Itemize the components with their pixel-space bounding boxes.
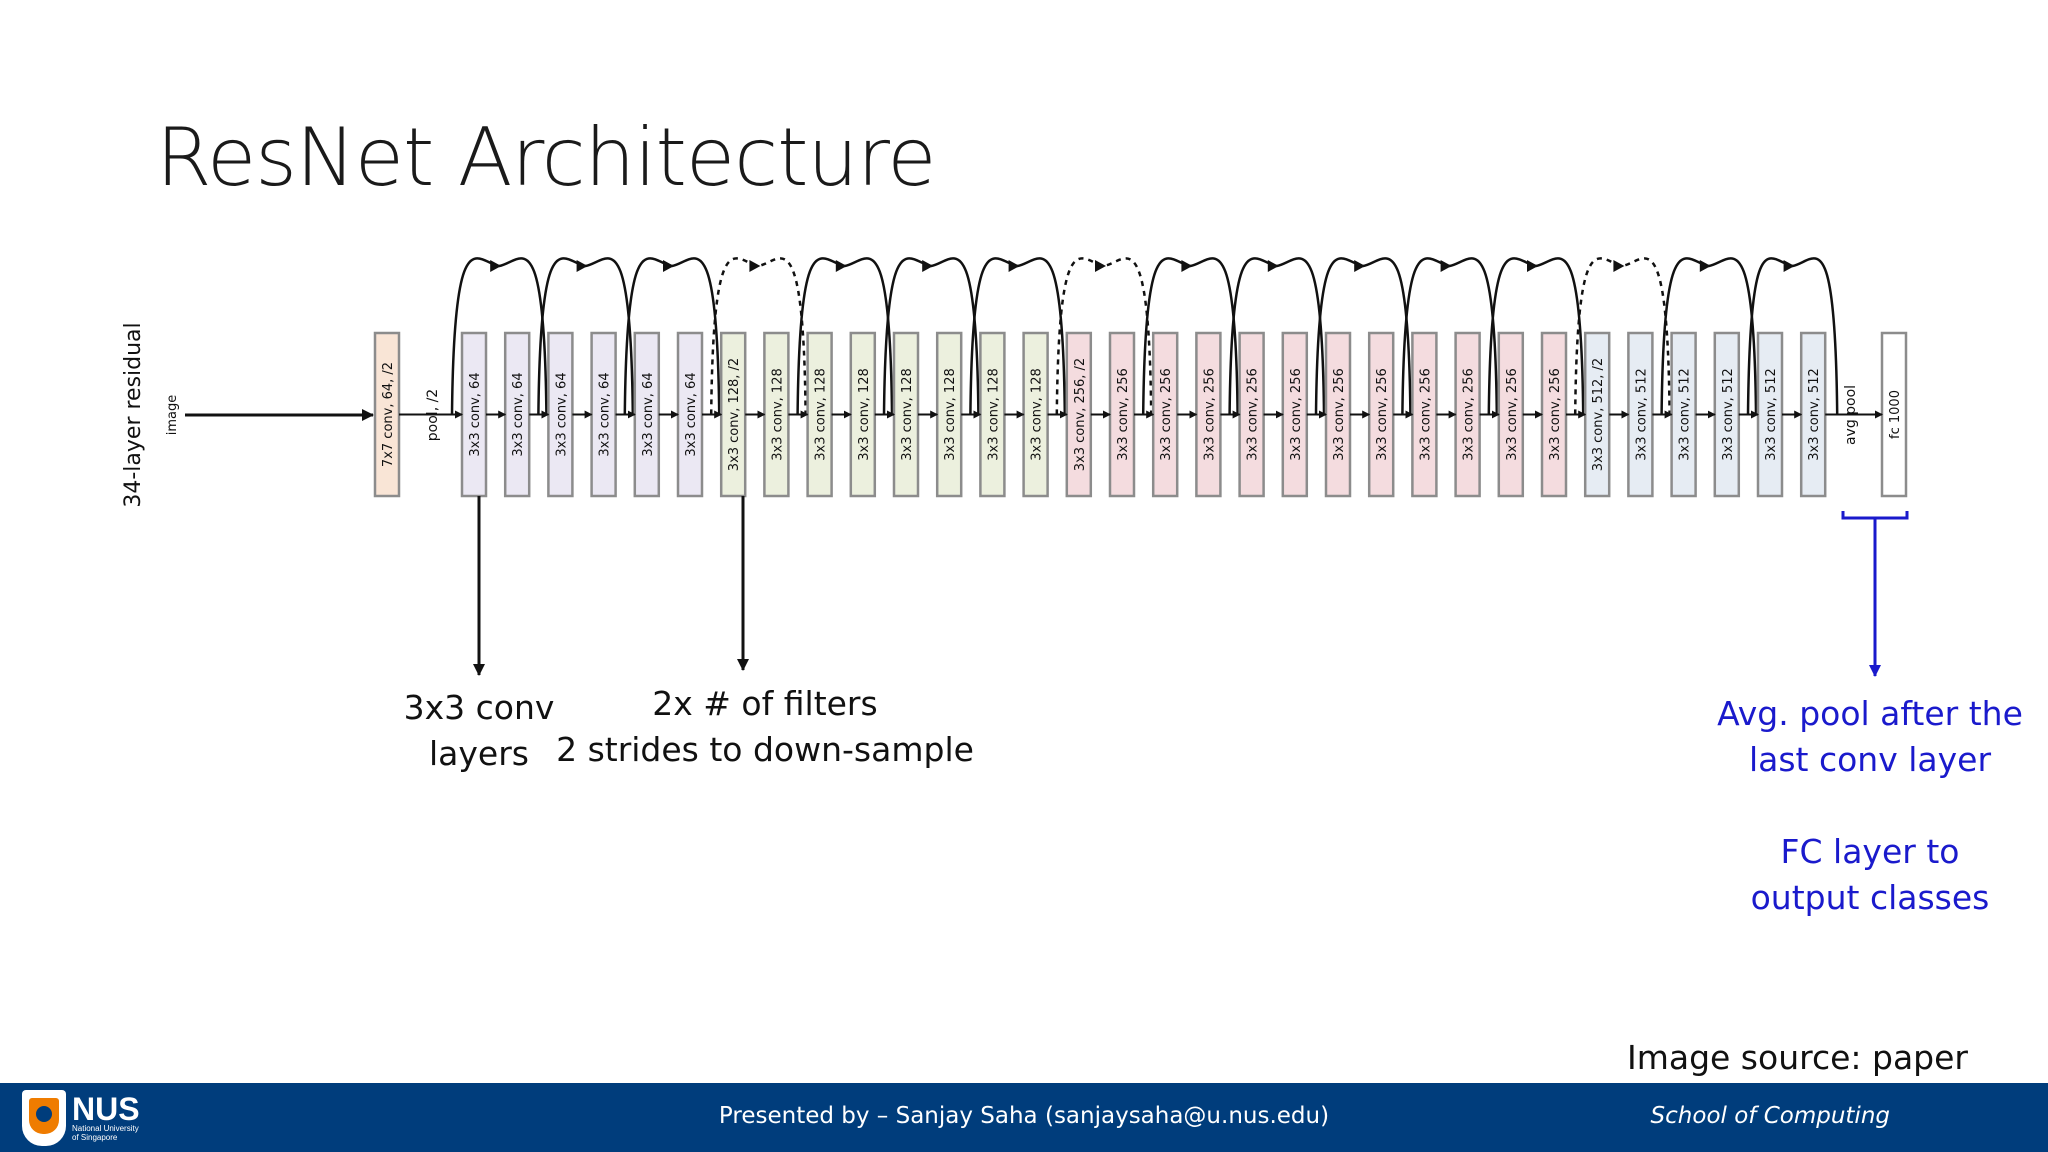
layer-box — [1583, 331, 1611, 498]
avgpool-bracket — [1841, 511, 1909, 520]
projection-skip-arc — [1055, 257, 1153, 415]
layer-label: 3x3 conv, 512 — [1634, 368, 1649, 460]
layer-label: 3x3 conv, 128 — [986, 368, 1001, 460]
layer-box — [1497, 331, 1525, 498]
layer-label: 3x3 conv, 256 — [1332, 368, 1347, 460]
skip-arrowhead — [1783, 260, 1795, 272]
layer-box — [1022, 331, 1049, 498]
annotation-conv-line-2: layers — [429, 734, 529, 773]
layer-box — [1627, 331, 1654, 498]
skip-arrowhead — [1095, 260, 1106, 272]
layer-label: 3x3 conv, 128 — [857, 368, 872, 460]
layer-label: 3x3 conv, 256 — [1202, 368, 1217, 460]
layer-label: 3x3 conv, 128 — [900, 368, 915, 460]
layer-label: 3x3 conv, 64 — [468, 372, 483, 456]
image-source-note: Image source: paper — [1626, 1038, 1968, 1077]
layer-box — [590, 331, 617, 498]
nus-crest-icon — [22, 1090, 66, 1146]
skip-arrowhead — [490, 260, 502, 272]
school-name: School of Computing — [1650, 1103, 1890, 1129]
layer-box — [460, 331, 488, 498]
layer-label: 3x3 conv, 256 — [1289, 368, 1304, 460]
layer-label: fc 1000 — [1888, 390, 1903, 439]
layer-label: 3x3 conv, 256 — [1375, 368, 1390, 460]
annotation-filters: 2x # of filters 2 strides to down-sample — [545, 681, 985, 773]
logo-mark: NUS — [72, 1091, 140, 1127]
layer-label: 3x3 conv, 256 — [1505, 368, 1520, 460]
annotation-avg-pool-line-1: Avg. pool after the — [1717, 694, 2023, 733]
layer-label: 3x3 conv, 256 — [1246, 368, 1261, 460]
annotation-conv-line-1: 3x3 conv — [403, 688, 555, 727]
resnet-diagram: 34-layer residual image 7x7 conv, 64, /2… — [121, 257, 1909, 677]
projection-skip-arc — [1573, 257, 1671, 415]
layer-label: 3x3 conv, 512 — [1764, 368, 1779, 460]
skip-arrowhead — [1440, 260, 1452, 272]
layer-label: 3x3 conv, 256 — [1462, 368, 1477, 460]
layer-label: 3x3 conv, 64 — [684, 372, 699, 456]
skip-arrowhead — [1613, 260, 1625, 272]
row-label: 34-layer residual — [121, 322, 146, 507]
layer-label: 3x3 conv, 512 — [1807, 368, 1822, 460]
skip-arrowhead — [1354, 260, 1366, 272]
skip-arrowhead — [1181, 260, 1193, 272]
skip-arrowhead — [1699, 260, 1711, 272]
layer-box — [1540, 331, 1568, 498]
skip-arrowhead — [663, 260, 674, 272]
layer-label: 3x3 conv, 64 — [641, 372, 656, 456]
layer-label: 3x3 conv, 512 — [1678, 368, 1693, 460]
layer-label: 3x3 conv, 512 — [1721, 368, 1736, 460]
annotation-fc: FC layer to output classes — [1700, 829, 2040, 921]
skip-connections — [450, 257, 1839, 415]
layer-label: 3x3 conv, 128 — [814, 368, 829, 460]
layer-label: 3x3 conv, 64 — [511, 372, 526, 456]
layer-label: 3x3 conv, 256 — [1159, 368, 1174, 460]
annotation-filters-line-2: 2 strides to down-sample — [556, 730, 974, 769]
annotation-avg-pool: Avg. pool after the last conv layer — [1700, 691, 2040, 783]
skip-arrowhead — [835, 260, 847, 272]
layer-label: 3x3 conv, 256 — [1418, 368, 1433, 460]
pool-label: pool, /2 — [425, 389, 441, 441]
layer-box — [1670, 331, 1697, 498]
avg-pool-label: avg pool — [1843, 385, 1859, 445]
annotation-avg-pool-line-2: last conv layer — [1748, 740, 1992, 779]
layer-label: 3x3 conv, 128, /2 — [727, 358, 742, 471]
logo-subtext-1: National University — [72, 1124, 139, 1133]
slide-title: ResNet Architecture — [156, 111, 937, 204]
annotation-filters-line-1: 2x # of filters — [652, 684, 878, 723]
annotation-fc-line-2: output classes — [1750, 878, 1990, 917]
nus-logo: NUS National University of Singapore — [22, 1089, 140, 1147]
layer-label: 3x3 conv, 128 — [770, 368, 785, 460]
projection-skip-arc — [709, 257, 807, 415]
skip-arrowhead — [1527, 260, 1538, 272]
layer-label: 3x3 conv, 512, /2 — [1591, 358, 1606, 471]
layer-label: 3x3 conv, 256, /2 — [1073, 358, 1088, 471]
presenter-credit: Presented by – Sanjay Saha (sanjaysaha@u… — [718, 1103, 1330, 1129]
layer-label: 3x3 conv, 128 — [943, 368, 958, 460]
skip-arrowhead — [1008, 260, 1020, 272]
annotation-conv-layers: 3x3 conv layers — [359, 685, 599, 777]
layer-label: 3x3 conv, 64 — [598, 372, 613, 456]
footer-bar: NUS National University of Singapore Pre… — [0, 1083, 2048, 1152]
layer-box — [1880, 331, 1908, 498]
skip-arrowhead — [576, 260, 588, 272]
layer-box — [1065, 331, 1093, 498]
layer-label: 3x3 conv, 256 — [1116, 368, 1131, 460]
skip-arrowhead — [922, 260, 934, 272]
layer-box — [1195, 331, 1222, 498]
layer-box — [935, 331, 963, 498]
layer-label: 3x3 conv, 128 — [1030, 368, 1045, 460]
annotation-fc-line-1: FC layer to — [1780, 832, 1960, 871]
layer-label: 3x3 conv, 256 — [1548, 368, 1563, 460]
layer-label: 3x3 conv, 64 — [554, 372, 569, 456]
skip-arrowhead — [749, 260, 761, 272]
logo-subtext-2: of Singapore — [72, 1133, 118, 1142]
skip-arrowhead — [1267, 260, 1279, 272]
layer-label: 7x7 conv, 64, /2 — [381, 362, 396, 467]
input-label: image — [165, 395, 180, 436]
layer-stack: 7x7 conv, 64, /2 3x3 conv, 64 3x3 conv, 64… — [373, 331, 1908, 498]
